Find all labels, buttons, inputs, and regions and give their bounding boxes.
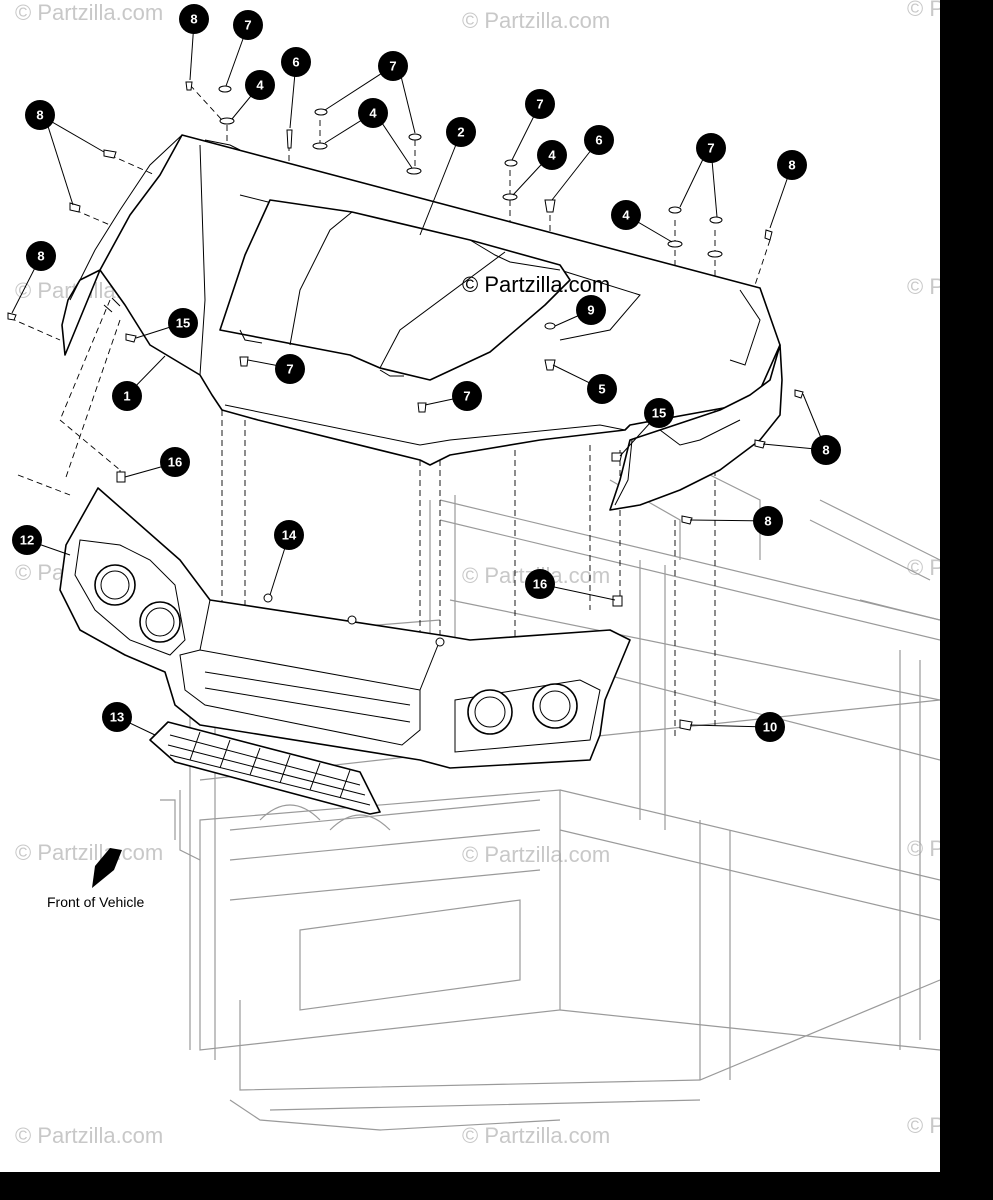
svg-text:7: 7	[244, 18, 251, 33]
svg-text:8: 8	[37, 249, 44, 264]
watermark-text: © Partzilla.com	[462, 1123, 610, 1148]
callout-8: 8	[26, 241, 56, 271]
svg-text:9: 9	[587, 303, 594, 318]
svg-text:4: 4	[256, 78, 264, 93]
callout-7: 7	[233, 10, 263, 40]
callout-7: 7	[696, 133, 726, 163]
watermark-text: © Partzilla.com	[15, 840, 163, 865]
callout-10: 10	[755, 712, 785, 742]
callout-8: 8	[179, 4, 209, 34]
svg-text:7: 7	[707, 141, 714, 156]
callout-4: 4	[358, 98, 388, 128]
callout-7: 7	[275, 354, 305, 384]
svg-text:4: 4	[622, 208, 630, 223]
svg-text:8: 8	[822, 443, 829, 458]
svg-text:6: 6	[292, 55, 299, 70]
callout-8: 8	[777, 150, 807, 180]
callout-7: 7	[452, 381, 482, 411]
diagram-canvas: © Partzilla.com © Partzilla.com © Partzi…	[0, 0, 940, 1172]
svg-text:15: 15	[176, 316, 190, 331]
svg-text:16: 16	[168, 455, 182, 470]
front-fascia	[59, 487, 631, 769]
watermark-text: © Partzilla.com	[15, 1123, 163, 1148]
front-arrow-icon	[92, 848, 122, 888]
callout-15: 15	[644, 398, 674, 428]
callout-16: 16	[160, 447, 190, 477]
callout-13: 13	[102, 702, 132, 732]
svg-text:14: 14	[282, 528, 297, 543]
callout-14: 14	[274, 520, 304, 550]
svg-text:7: 7	[286, 362, 293, 377]
callout-12: 12	[12, 525, 42, 555]
svg-text:4: 4	[548, 148, 556, 163]
svg-text:5: 5	[598, 382, 605, 397]
svg-text:7: 7	[463, 389, 470, 404]
callout-1: 1	[112, 381, 142, 411]
callout-16: 16	[525, 569, 555, 599]
svg-text:4: 4	[369, 106, 377, 121]
callout-8: 8	[25, 100, 55, 130]
callout-8: 8	[753, 506, 783, 536]
watermark-text: © Partzilla.com	[907, 555, 940, 580]
callout-4: 4	[245, 70, 275, 100]
svg-text:8: 8	[36, 108, 43, 123]
watermark-text: © Partzilla.com	[907, 1113, 940, 1138]
callout-8: 8	[811, 435, 841, 465]
callout-4: 4	[611, 200, 641, 230]
svg-text:8: 8	[764, 514, 771, 529]
svg-text:1: 1	[123, 389, 130, 404]
callout-4: 4	[537, 140, 567, 170]
svg-text:15: 15	[652, 406, 666, 421]
side-fender-panel	[609, 344, 783, 511]
center-watermark-text: © Partzilla.com	[462, 272, 610, 297]
chassis-frame	[160, 469, 940, 1131]
fasteners	[7, 81, 804, 731]
svg-text:10: 10	[763, 720, 777, 735]
svg-text:7: 7	[389, 59, 396, 74]
callout-6: 6	[584, 125, 614, 155]
watermark-text: © Partzilla.com	[907, 274, 940, 299]
callout-15: 15	[168, 308, 198, 338]
watermark-text: © Partzilla.com	[15, 0, 163, 25]
front-of-vehicle-indicator: Front of Vehicle	[47, 848, 144, 910]
callout-7: 7	[378, 51, 408, 81]
exploded-parts-diagram: © Partzilla.com © Partzilla.com © Partzi…	[7, 0, 940, 1148]
callout-5: 5	[587, 374, 617, 404]
watermark-text: © Partzilla.com	[907, 0, 940, 21]
callout-7: 7	[525, 89, 555, 119]
svg-text:6: 6	[595, 133, 602, 148]
hood-insert-panel	[219, 199, 571, 381]
svg-text:8: 8	[190, 12, 197, 27]
svg-text:8: 8	[788, 158, 795, 173]
watermark-text: © Partzilla.com	[462, 8, 610, 33]
svg-text:12: 12	[20, 533, 34, 548]
svg-text:2: 2	[457, 125, 464, 140]
front-of-vehicle-label: Front of Vehicle	[47, 894, 144, 910]
svg-text:13: 13	[110, 710, 124, 725]
grille	[149, 721, 381, 815]
svg-text:7: 7	[536, 97, 543, 112]
svg-text:16: 16	[533, 577, 547, 592]
callout-2: 2	[446, 117, 476, 147]
callout-9: 9	[576, 295, 606, 325]
watermark-text: © Partzilla.com	[462, 842, 610, 867]
callout-6: 6	[281, 47, 311, 77]
watermark-text: © Partzilla.com	[907, 836, 940, 861]
